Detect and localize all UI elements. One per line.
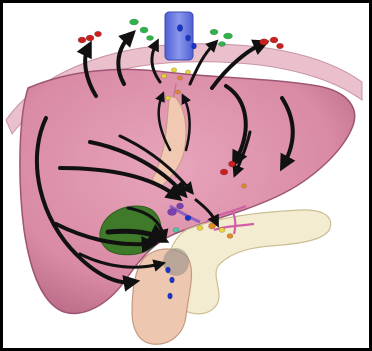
lymph-node-green <box>140 27 148 33</box>
lymph-node-yellow <box>161 74 167 78</box>
lymph-node-green <box>224 33 233 39</box>
lymph-node-red <box>277 43 284 49</box>
lymph-node-purple <box>168 209 177 216</box>
lymph-node-orange <box>209 223 216 229</box>
lymph-node-orange <box>178 76 183 80</box>
lymph-node-blue <box>192 43 197 49</box>
lymph-node-yellow <box>219 228 225 233</box>
lymph-node-blue <box>170 277 175 283</box>
lymph-node-purple <box>177 203 184 209</box>
lymph-node-green <box>173 228 179 233</box>
lymph-node-green <box>219 42 226 47</box>
lymph-node-red <box>270 37 278 43</box>
lymph-node-blue <box>186 35 191 41</box>
lymph-node-red <box>229 161 236 167</box>
lymph-node-green <box>210 29 218 35</box>
lymph-node-yellow <box>171 68 177 72</box>
lymph-node-yellow <box>197 226 203 231</box>
lymph-node-blue <box>185 215 191 220</box>
lymph-node-red <box>95 31 102 37</box>
lymph-node-orange <box>242 184 247 188</box>
lymph-node-orange <box>227 234 233 239</box>
lymph-node-blue <box>168 293 173 299</box>
lymph-node-red <box>86 35 94 41</box>
lymph-node-blue <box>177 25 183 32</box>
lymph-node-red <box>260 39 269 45</box>
lymph-node-green <box>147 36 154 41</box>
lymph-node-red <box>220 169 228 175</box>
lymph-node-red <box>78 37 86 43</box>
lymph-node-yellow <box>166 96 171 100</box>
lymph-node-yellow <box>185 70 190 74</box>
lymph-node-blue <box>166 267 171 273</box>
lymph-node-orange <box>176 90 181 94</box>
lymph-node-green <box>130 19 139 25</box>
